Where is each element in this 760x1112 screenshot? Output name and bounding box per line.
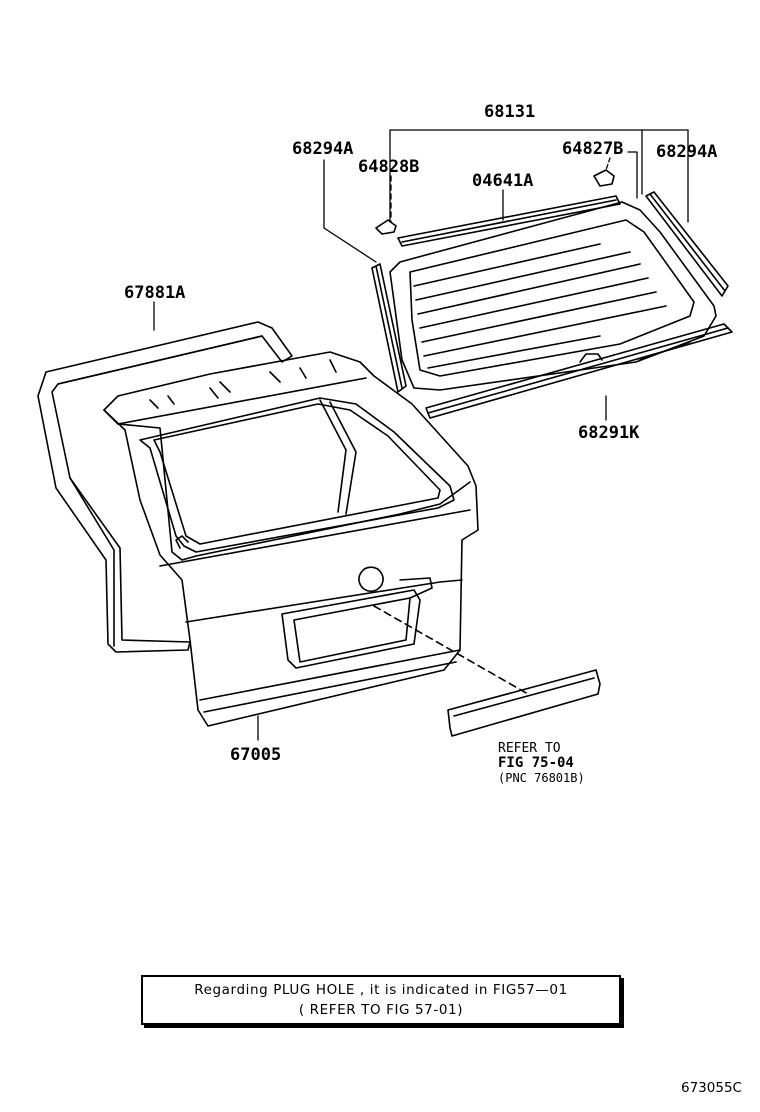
stopper-64827B	[593, 169, 615, 187]
side-moulding-left-68294A	[371, 263, 407, 393]
lower-moulding-68291K	[425, 323, 733, 419]
figure-id: 673055C	[681, 1080, 742, 1096]
license-garnish	[447, 669, 601, 737]
back-door-panel-67005	[103, 351, 479, 727]
weatherstrip-67881A	[37, 321, 293, 653]
part-label-64827B: 64827B	[562, 139, 623, 159]
plug-hole-note-box: Regarding PLUG HOLE , it is indicated in…	[141, 975, 621, 1025]
part-label-67881A: 67881A	[124, 283, 185, 303]
refer-note: REFER TO FIG 75-04 (PNC 76801B)	[498, 741, 585, 786]
part-label-68294A-right: 68294A	[656, 142, 717, 162]
part-label-67005: 67005	[230, 745, 281, 765]
stopper-64828B	[375, 219, 397, 235]
part-label-68131: 68131	[484, 102, 535, 122]
part-label-68294A-left: 68294A	[292, 139, 353, 159]
plug-hole-note-line1: Regarding PLUG HOLE , it is indicated in…	[194, 982, 568, 998]
part-label-04641A: 04641A	[472, 171, 533, 191]
refer-note-line2: FIG 75-04	[498, 755, 574, 771]
garnish-leader	[373, 605, 529, 695]
refer-note-line3: (PNC 76801B)	[498, 771, 585, 785]
back-window-glass	[389, 201, 717, 391]
refer-note-line1: REFER TO	[498, 741, 561, 756]
side-moulding-right-68294A	[645, 191, 729, 297]
part-label-68291K: 68291K	[578, 423, 640, 443]
part-label-64828B: 64828B	[358, 157, 419, 177]
moulding-04641A	[397, 195, 621, 247]
leader-lines	[153, 129, 689, 741]
plug-hole-note-line2: ( REFER TO FIG 57-01)	[298, 1002, 464, 1018]
